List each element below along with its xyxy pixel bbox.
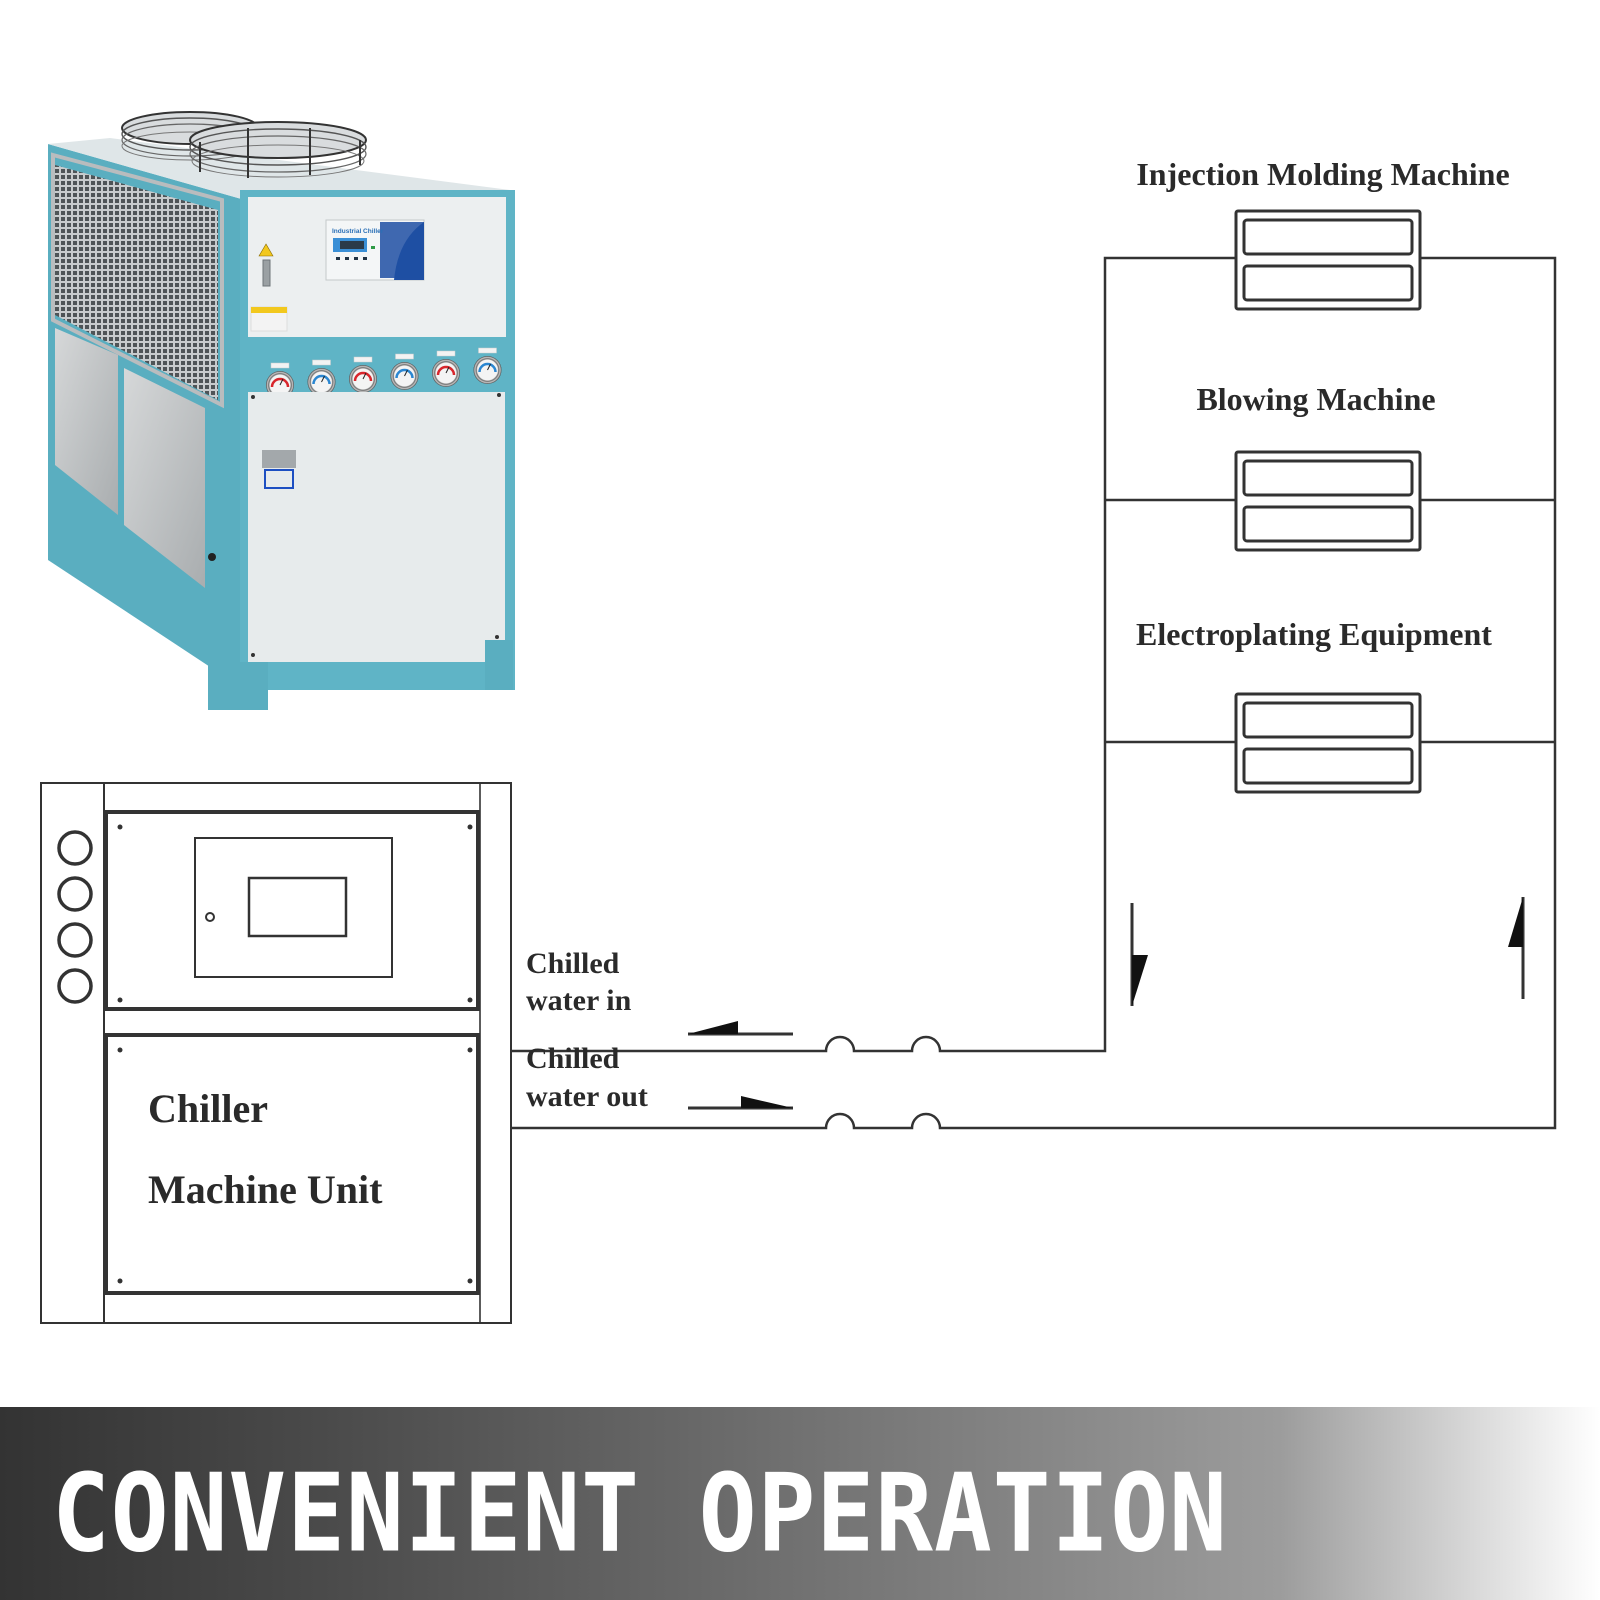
arrow-chilled-water-in-icon [688, 1021, 793, 1036]
equipment-symbol [1234, 209, 1422, 311]
chiller-side-louver-border [51, 152, 224, 409]
pressure-gauge [473, 347, 502, 384]
arrow-return-up-icon [1508, 897, 1525, 999]
equipment-label-injection: Injection Molding Machine [1136, 156, 1509, 192]
unit-control-panel [104, 810, 480, 1011]
pressure-gauge [307, 359, 336, 396]
indicator-circle [57, 876, 93, 912]
chiller-side-panel-right [124, 368, 205, 588]
indicator-led [371, 246, 375, 249]
arrow-chilled-water-out-icon [688, 1096, 793, 1110]
key-2 [345, 257, 349, 260]
chiller-foot-front-left [208, 662, 268, 710]
chilled-water-in-pipe [511, 256, 1235, 1053]
key-1 [336, 257, 340, 260]
chiller-side-louver [55, 165, 218, 400]
schematic-diagram [40, 209, 1557, 1324]
unit-label-line1: Chiller [148, 1086, 268, 1131]
unit-label-line2: Machine Unit [148, 1167, 383, 1212]
pressure-gauge [432, 350, 460, 387]
key-4 [363, 257, 367, 260]
pressure-gauge [349, 356, 377, 393]
banner-title: CONVENIENT OPERATION [52, 1451, 1228, 1577]
chiller-panel-title: Industrial Chiller [332, 228, 384, 235]
chilled-water-in-label-line2: water in [526, 984, 632, 1017]
panel-screws [117, 824, 473, 1284]
chilled-water-in-label-line1: Chilled [526, 947, 620, 980]
chiller-unit-schematic [40, 782, 512, 1324]
unit-lower-panel [104, 1033, 480, 1295]
equipment-symbol [1234, 450, 1422, 552]
nameplate-frame [264, 469, 294, 489]
unit-controller-box [194, 837, 393, 978]
indicator-circles [57, 830, 93, 1004]
chiller-controller-display: Industrial Chiller [325, 219, 425, 281]
chiller-drain-port [208, 553, 216, 561]
chiller-product-photo: Industrial Chiller [48, 111, 515, 710]
high-voltage-warning-icon [258, 243, 274, 257]
spec-plate [262, 450, 296, 468]
chilled-water-out-label-line2: water out [526, 1080, 648, 1113]
equipment-symbols [1234, 209, 1422, 794]
door-latch [262, 259, 271, 287]
chiller-foot-back [56, 530, 82, 560]
feature-banner: CONVENIENT OPERATION [0, 1407, 1600, 1600]
chiller-side-panel-left [55, 328, 118, 515]
pressure-gauge [390, 353, 419, 390]
indicator-circle [57, 830, 93, 866]
chilled-water-out-pipe [511, 256, 1557, 1130]
arrow-supply-down-icon [1130, 903, 1148, 1006]
chilled-water-out-label-line1: Chilled [526, 1042, 620, 1075]
equipment-label-electroplating: Electroplating Equipment [1136, 616, 1492, 652]
fan-guard-front [189, 121, 367, 178]
chiller-top-surface [48, 138, 510, 200]
equipment-label-blowing: Blowing Machine [1196, 381, 1435, 417]
unit-display-window [247, 876, 348, 938]
unit-lock-knob [205, 912, 215, 922]
key-3 [354, 257, 358, 260]
chiller-front-door [248, 392, 505, 662]
unit-outer-frame [40, 782, 512, 1324]
indicator-circle [57, 968, 93, 1004]
chiller-foot-front-right [485, 640, 513, 690]
indicator-circle [57, 922, 93, 958]
equipment-symbol [1234, 692, 1422, 794]
